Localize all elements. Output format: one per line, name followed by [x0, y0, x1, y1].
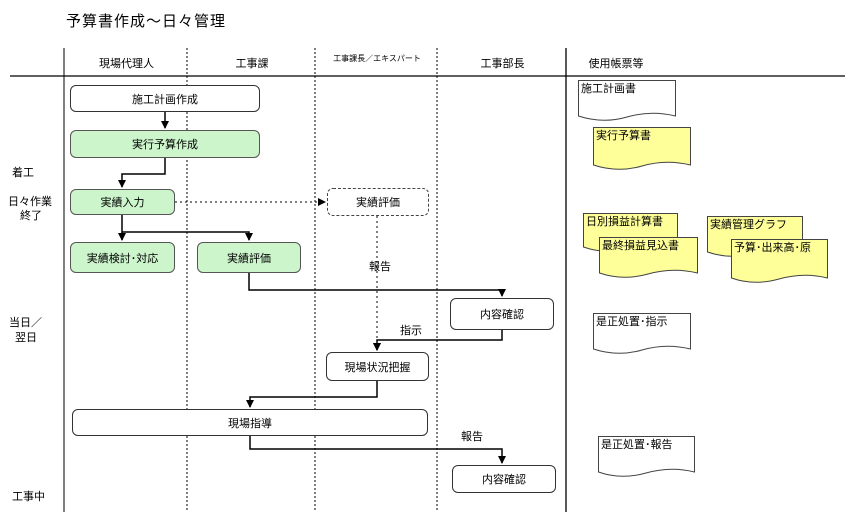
- doc-budget-progress-graph-label: 予算･出来高･原: [734, 241, 811, 254]
- label-report-1: 報告: [369, 260, 391, 273]
- column-header-section: 工事課: [235, 57, 269, 70]
- box-content-check-1: 内容確認: [450, 298, 554, 330]
- box-results-input: 実績入力: [70, 189, 175, 215]
- label-instruct: 指示: [400, 324, 422, 337]
- column-header-site-agent: 現場代理人: [99, 57, 154, 70]
- doc-execution-budget-label: 実行予算書: [596, 129, 651, 142]
- doc-correction-instruct-label: 是正処置･指示: [596, 315, 668, 328]
- doc-final-pl-forecast-label: 最終損益見込書: [602, 239, 679, 252]
- column-header-expert: 工事課長／エキスパート: [333, 54, 421, 63]
- arrow-guide-confirm: [249, 436, 506, 464]
- doc-execution-budget: 実行予算書: [593, 127, 691, 171]
- row-label-next-day-2: 翌日: [15, 331, 37, 344]
- row-label-day-end-2: 終了: [20, 209, 42, 222]
- arrow-budget-input: [118, 158, 166, 188]
- box-results-review: 実績検討･対応: [70, 242, 175, 273]
- doc-correction-report: 是正処置･報告: [598, 436, 695, 478]
- arrow-survey-guide: [246, 381, 378, 408]
- doc-correction-report-label: 是正処置･報告: [601, 438, 673, 451]
- arrow-eval-confirm: [248, 273, 506, 297]
- doc-budget-progress-graph: 予算･出来高･原: [731, 239, 828, 284]
- column-header-director: 工事部長: [480, 57, 525, 70]
- doc-construction-plan: 施工計画書: [578, 80, 676, 122]
- box-site-guidance: 現場指導: [72, 409, 428, 436]
- doc-construction-plan-label: 施工計画書: [581, 82, 636, 95]
- page-title: 予算書作成～日々管理: [66, 12, 227, 30]
- row-label-in-progress: 工事中: [12, 490, 45, 503]
- box-construction-plan: 施工計画作成: [70, 85, 260, 112]
- doc-results-graph-label: 実績管理グラフ: [710, 218, 787, 231]
- row-label-next-day-1: 当日／: [9, 316, 42, 329]
- arrow-confirm-survey: [373, 330, 503, 351]
- column-header-forms: 使用帳票等: [588, 57, 644, 70]
- box-expert-evaluation: 実績評価: [327, 188, 429, 216]
- label-report-2: 報告: [461, 430, 483, 443]
- box-section-evaluation: 実績評価: [197, 242, 301, 273]
- doc-correction-instruct: 是正処置･指示: [593, 313, 691, 355]
- box-execution-budget: 実行予算作成: [70, 130, 260, 158]
- row-label-start: 着工: [12, 166, 34, 179]
- doc-final-pl-forecast: 最終損益見込書: [599, 237, 698, 279]
- box-site-survey: 現場状況把握: [326, 352, 429, 381]
- doc-daily-pl-label: 日別損益計算書: [586, 215, 663, 228]
- box-content-check-2: 内容確認: [452, 465, 556, 493]
- row-label-day-end-1: 日々作業: [8, 195, 52, 208]
- arrow-input-section-eval: [122, 231, 253, 241]
